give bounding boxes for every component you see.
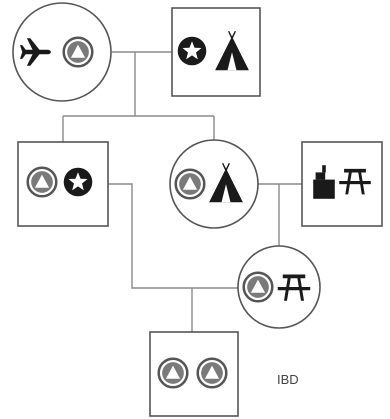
node-shape-circle (12, 2, 112, 102)
pedigree-node-gen4 (149, 331, 239, 417)
pedigree-node-gen3 (237, 245, 321, 329)
triangle-circle-icon (62, 36, 94, 68)
triangle-circle-icon (174, 168, 206, 200)
marriage-line-gen3 (108, 183, 238, 289)
pedigree-node-gen2-left (17, 141, 109, 227)
pedigree-node-gen1-male (12, 2, 112, 102)
pedigree-node-gen2-right (301, 141, 383, 227)
star-circle-icon (63, 167, 93, 197)
connector-lines (62, 51, 302, 332)
node-shape-circle (169, 139, 259, 229)
star-circle-icon (177, 36, 207, 66)
ibd-label: IBD (277, 372, 299, 387)
triangle-circle-icon (242, 271, 274, 303)
pedigree-node-gen2-mid (169, 139, 259, 229)
triangle-circle-icon (26, 166, 58, 198)
triangle-circle-icon (196, 357, 228, 389)
pedigree-node-gen1-female (171, 7, 261, 97)
triangle-circle-icon (157, 357, 189, 389)
